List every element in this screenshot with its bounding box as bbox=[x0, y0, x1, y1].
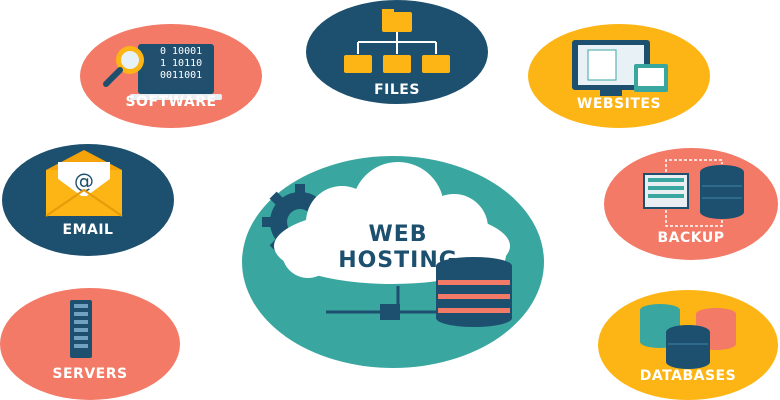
backup-label: BACKUP bbox=[657, 230, 725, 246]
databases-label: DATABASES bbox=[639, 368, 737, 384]
servers-label: SERVERS bbox=[52, 366, 128, 382]
server-stack-icon bbox=[436, 257, 512, 327]
software-node: 0 10001 1 10110 0011001 SOFTWARE bbox=[80, 24, 262, 128]
server-rack-icon bbox=[70, 300, 92, 358]
center-title-line2: HOSTING bbox=[338, 248, 458, 273]
email-label: EMAIL bbox=[62, 222, 114, 238]
binary-line: 0 10001 bbox=[160, 46, 203, 57]
databases-icon bbox=[640, 304, 736, 369]
web-hosting-hub: WEB HOSTING bbox=[242, 156, 544, 368]
binary-lines: 0 10001 1 10110 0011001 bbox=[160, 46, 202, 82]
svg-text:@: @ bbox=[74, 169, 94, 193]
databases-node: DATABASES bbox=[598, 290, 778, 400]
envelope-icon: @ bbox=[45, 150, 123, 217]
backup-icon bbox=[643, 159, 744, 227]
center-title: WEB HOSTING bbox=[338, 222, 458, 274]
software-label: SOFTWARE bbox=[125, 94, 217, 110]
magnifier-laptop-icon bbox=[103, 44, 222, 100]
files-node: FILES bbox=[306, 0, 488, 104]
servers-node: SERVERS bbox=[0, 288, 180, 400]
cloud-server-icon bbox=[262, 162, 512, 327]
websites-label: WEBSITES bbox=[576, 96, 662, 112]
backup-node: BACKUP bbox=[604, 148, 778, 260]
center-title-line1: WEB bbox=[368, 222, 428, 247]
monitor-pages-icon bbox=[572, 40, 668, 96]
binary-line: 0011001 bbox=[160, 70, 203, 81]
files-label: FILES bbox=[374, 82, 420, 98]
folder-tree-icon bbox=[344, 9, 450, 73]
binary-line: 1 10110 bbox=[160, 58, 203, 69]
email-node: @ EMAIL bbox=[2, 144, 174, 256]
websites-node: WEBSITES bbox=[528, 24, 710, 128]
